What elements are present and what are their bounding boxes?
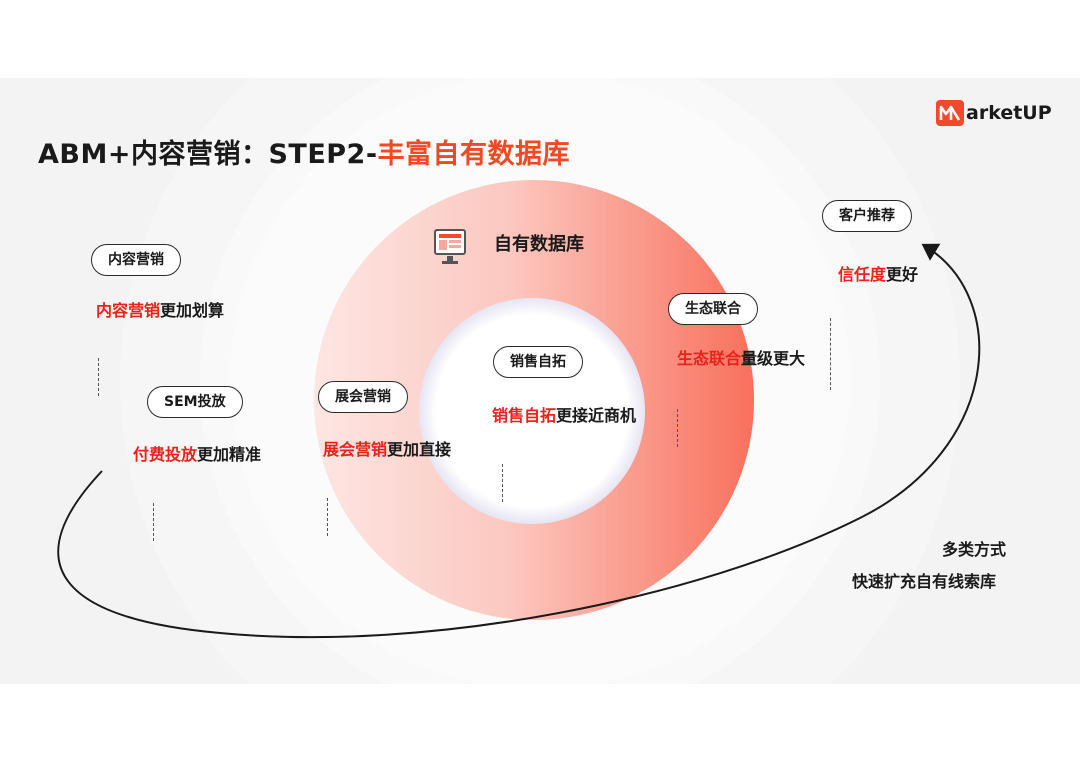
desc-sales-expansion: 销售自拓更接近商机 [492, 406, 637, 425]
logo-m-icon [936, 100, 964, 126]
page-title: ABM+内容营销：STEP2-丰富自有数据库 [38, 139, 571, 170]
desc-exhibition: 展会营销更加直接 [323, 440, 452, 459]
side-note-line2: 快速扩充自有线索库 [852, 572, 997, 591]
desc-referral: 信任度更好 [838, 265, 919, 284]
dashed-connector [98, 358, 99, 396]
pill-referral: 客户推荐 [822, 200, 912, 232]
desc-sem: 付费投放更加精准 [133, 445, 262, 464]
pill-exhibition: 展会营销 [318, 381, 408, 413]
slide: ABM+内容营销：STEP2-丰富自有数据库 MarketUP arketUP … [0, 78, 1080, 684]
pill-sales-expansion: 销售自拓 [493, 346, 583, 378]
dashed-connector [327, 498, 328, 536]
dashed-connector [677, 409, 678, 447]
marketup-logo: arketUP [936, 100, 1052, 126]
monitor-icon [434, 229, 466, 271]
center-label: 自有数据库 [494, 234, 584, 255]
watermark: MarketUP [478, 166, 531, 179]
pill-content-marketing: 内容营销 [91, 244, 181, 276]
pill-sem: SEM投放 [147, 386, 243, 418]
background-graphics [57, 78, 981, 684]
desc-content-marketing: 内容营销更加划算 [96, 301, 225, 320]
orbit-arrow [57, 243, 981, 639]
dashed-connector [502, 464, 503, 502]
ring-hole [419, 298, 645, 524]
desc-ecosystem: 生态联合量级更大 [677, 349, 806, 368]
side-note-line1: 多类方式 [942, 540, 1007, 559]
dashed-connector [830, 318, 831, 390]
dashed-connector [153, 503, 154, 541]
pill-ecosystem: 生态联合 [668, 293, 758, 325]
logo-text: arketUP [966, 102, 1052, 124]
